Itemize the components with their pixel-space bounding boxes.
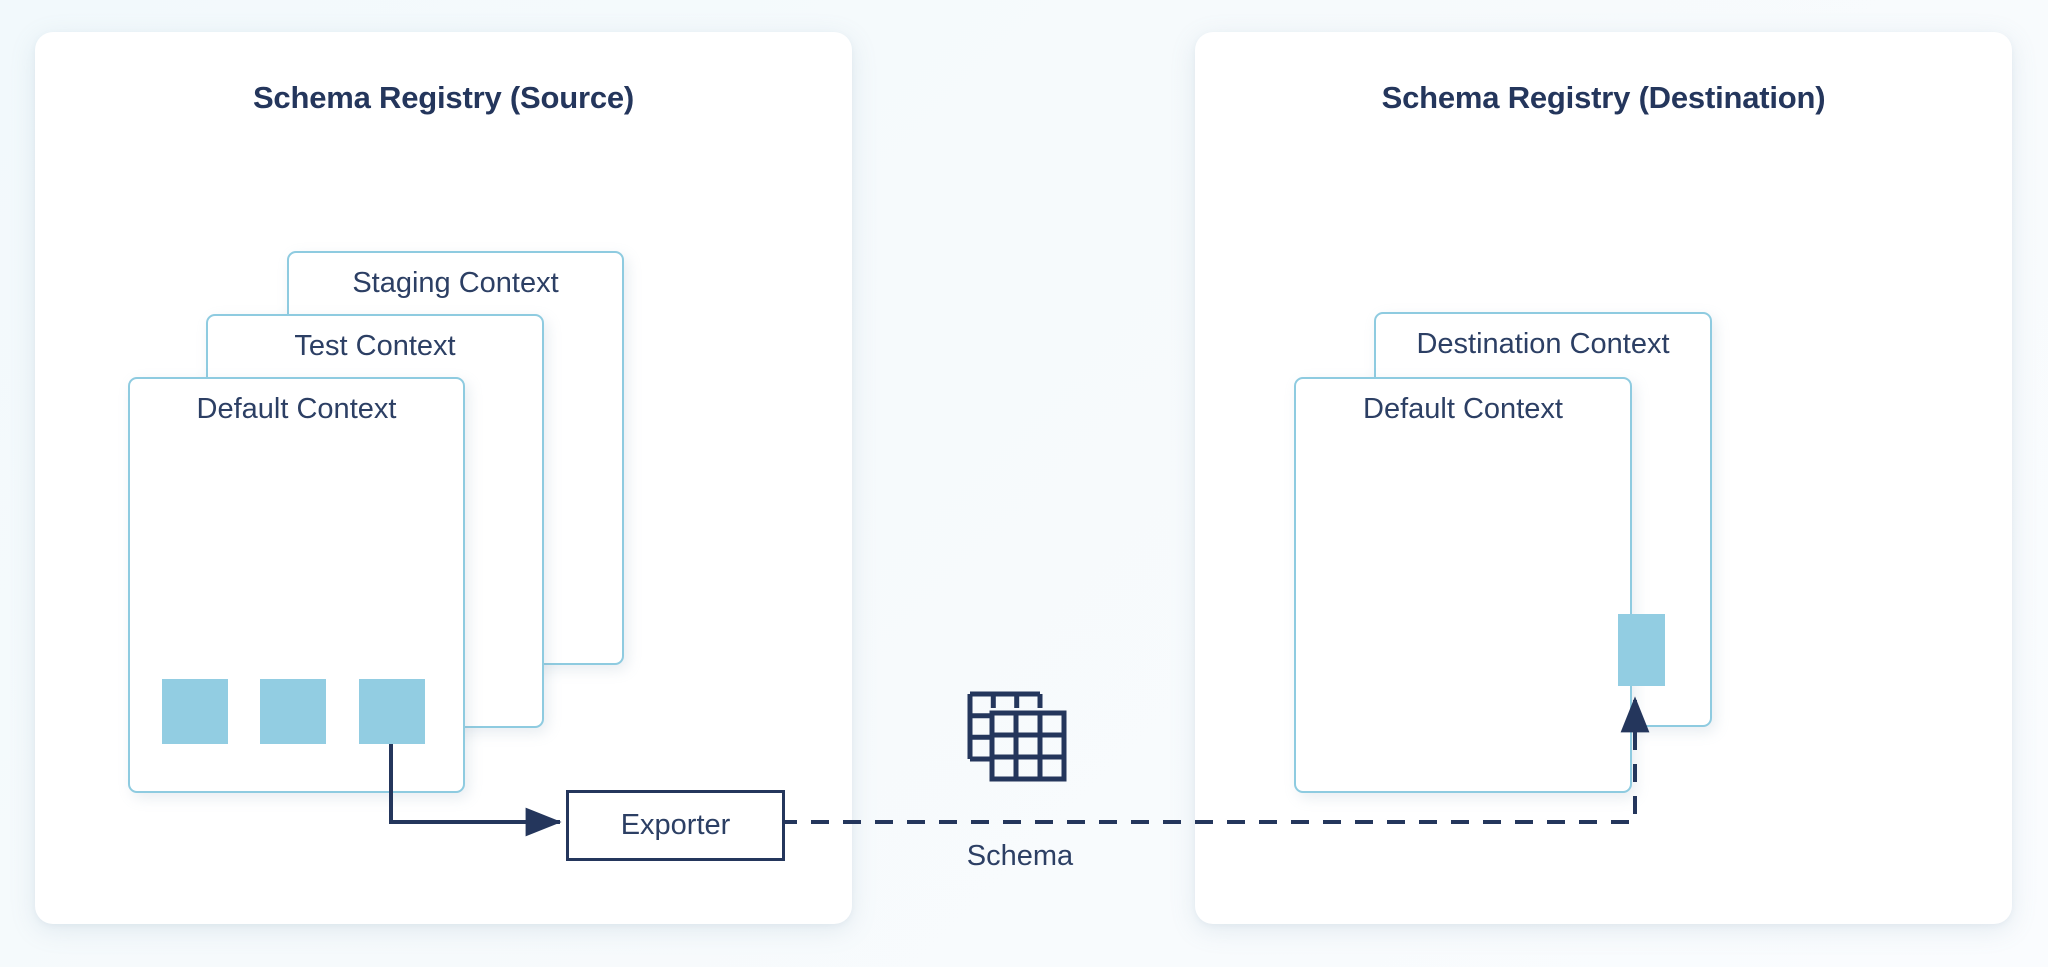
schema-block[interactable] [162,679,228,744]
schema-block-destination[interactable] [1618,614,1665,686]
panel-title-source: Schema Registry (Source) [252,80,635,115]
context-label-destination: Destination Context [1416,328,1670,360]
context-card-default-destination[interactable]: Default Context [1294,377,1632,793]
schema-block[interactable] [260,679,326,744]
panel-title-destination: Schema Registry (Destination) [1381,80,1826,115]
schema-caption: Schema [966,840,1074,872]
exporter-node[interactable]: Exporter [566,790,785,861]
exporter-label: Exporter [620,809,731,841]
context-label-test: Test Context [294,330,456,362]
schema-block[interactable] [359,679,425,744]
context-label-default-destination: Default Context [1363,393,1563,425]
context-label-default-source: Default Context [196,393,397,425]
schema-grid-icon [967,691,1067,782]
context-label-staging: Staging Context [352,267,559,299]
